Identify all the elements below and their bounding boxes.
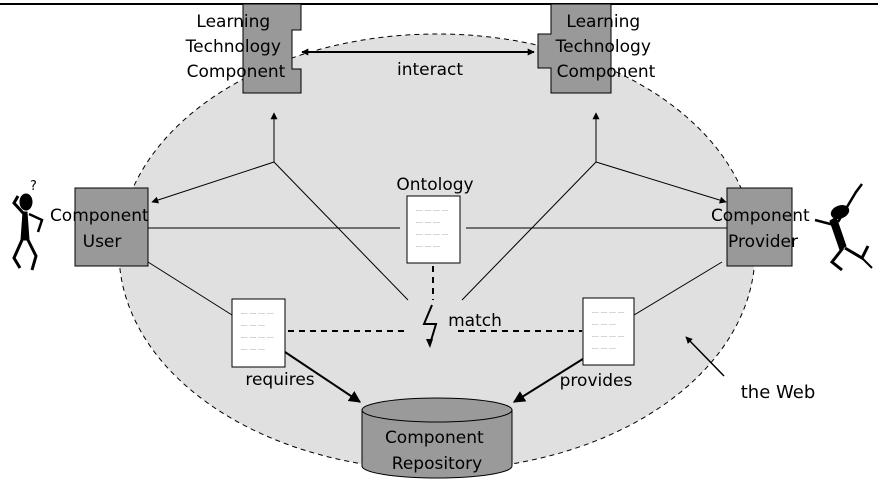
- ontology-document-icon: [406, 195, 461, 264]
- excited-person-icon: [814, 183, 873, 272]
- ontology-label: Ontology: [396, 175, 473, 195]
- match-lines: [288, 266, 582, 332]
- ltc-right-label: Learning Technology Component: [555, 12, 657, 82]
- component-provider-box: [726, 187, 793, 267]
- ltc-right-box: [537, 3, 612, 94]
- component-provider-label: Component Provider: [711, 206, 815, 252]
- connector-lines: [147, 112, 727, 316]
- web-pointer-arrow: [685, 336, 725, 377]
- ltc-left-box: [242, 3, 302, 94]
- requires-arrow: [281, 349, 361, 403]
- provides-document-icon: [582, 297, 635, 366]
- component-user-box: [74, 187, 149, 267]
- component-repository-cylinder: [361, 397, 513, 479]
- ltc-left-label: Learning Technology Component: [185, 12, 287, 82]
- interact-label: interact: [397, 60, 463, 80]
- requires-document-icon: [231, 298, 286, 368]
- component-user-label: Component User: [50, 206, 154, 252]
- repository-label: Component Repository: [385, 428, 489, 474]
- provides-label: provides: [560, 371, 633, 391]
- web-label: the Web: [741, 382, 816, 403]
- lightning-icon: [422, 304, 438, 345]
- requires-label: requires: [245, 370, 314, 390]
- confused-person-icon: ?: [12, 179, 44, 271]
- match-label: match: [448, 311, 502, 331]
- lightning-tip-icon: [426, 339, 433, 348]
- provides-arrow: [512, 351, 595, 403]
- svg-text:?: ?: [30, 179, 37, 194]
